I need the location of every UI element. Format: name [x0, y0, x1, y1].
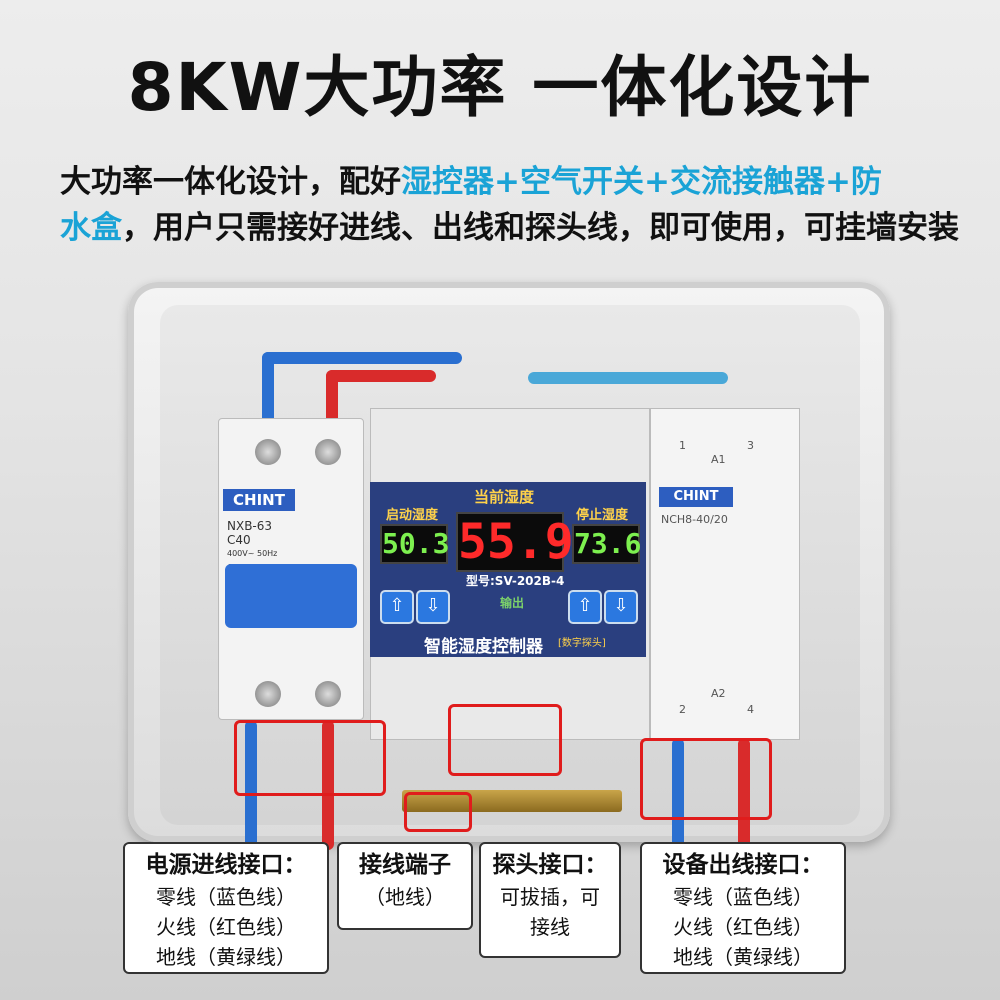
stop-humidity-label: 停止湿度	[576, 508, 629, 523]
headline: 8KW大功率 一体化设计	[127, 49, 873, 126]
contactor-model: NCH8-40/20	[661, 513, 728, 526]
controller-panel: 当前湿度 启动湿度 停止湿度 50.3 55.9 73.6 型号:SV-202B…	[370, 482, 646, 657]
subtitle-line-1: 大功率一体化设计，配好湿控器+空气开关+交流接触器+防	[60, 158, 960, 206]
ground-terminal-bar	[402, 790, 622, 812]
probe-port-highlight	[448, 704, 562, 776]
callout-line: 地线（黄绿线）	[156, 945, 296, 969]
current-humidity-label: 当前湿度	[474, 488, 535, 506]
callout-title: 电源进线接口：	[145, 852, 307, 878]
blue-wire-top	[262, 352, 462, 364]
callout-title: 设备出线接口：	[662, 852, 824, 878]
probe-tag: [数字探头]	[558, 638, 606, 649]
terminal-label: 2	[679, 703, 686, 716]
breaker-model-text: NXB-63	[227, 519, 273, 533]
callout-line: 接线	[530, 915, 570, 939]
terminal-label: 4	[747, 703, 754, 716]
stop-down-button[interactable]: ⇩	[604, 590, 638, 624]
ground-terminal-highlight	[404, 792, 472, 832]
callout-line: 地线（黄绿线）	[673, 945, 813, 969]
start-down-button[interactable]: ⇩	[416, 590, 450, 624]
red-wire-out-left	[322, 720, 334, 850]
callout-title: 探头接口：	[492, 852, 608, 878]
callout-probe-port: 探头接口： 可拔插，可 接线	[479, 842, 621, 958]
subtitle-text-2: ，用户只需接好进线、出线和探头线，即可使用，可挂墙安装	[122, 210, 959, 246]
breaker-rating: C40	[227, 533, 251, 547]
subtitle-highlight-2: 水盒	[60, 210, 122, 246]
callout-line: 火线（红色线）	[156, 915, 296, 939]
subtitle-highlight-1: 湿控器+空气开关+交流接触器+防	[401, 164, 882, 200]
callout-line: 火线（红色线）	[673, 915, 813, 939]
callout-power-inlet: 电源进线接口： 零线（蓝色线） 火线（红色线） 地线（黄绿线）	[123, 842, 329, 974]
breaker-brand: CHINT	[223, 489, 295, 511]
start-up-button[interactable]: ⇧	[380, 590, 414, 624]
power-inlet-highlight	[234, 720, 386, 796]
blue-wire-in	[262, 352, 274, 432]
blue-wire-out-left	[245, 720, 257, 850]
a1-label: A1	[711, 453, 726, 466]
terminal-label: 1	[679, 439, 686, 452]
callout-line: （地线）	[365, 885, 445, 909]
screw-icon	[315, 439, 341, 465]
subtitle-text-1: 大功率一体化设计，配好	[60, 164, 401, 200]
screw-icon	[255, 681, 281, 707]
current-humidity-display: 55.9	[456, 512, 574, 572]
subtitle-line-2: 水盒，用户只需接好进线、出线和探头线，即可使用，可挂墙安装	[60, 204, 960, 252]
contactor-brand: CHINT	[659, 487, 733, 507]
start-humidity-display: 50.3	[380, 524, 449, 564]
callout-line: 可拔插，可	[500, 885, 600, 909]
callout-ground-terminal: 接线端子 （地线）	[337, 842, 473, 930]
start-humidity-label: 启动湿度	[386, 508, 439, 523]
callout-line: 零线（蓝色线）	[156, 885, 296, 909]
output-indicator-label: 输出	[500, 596, 525, 610]
screw-icon	[315, 681, 341, 707]
controller-name: 智能湿度控制器	[424, 637, 543, 657]
callout-title: 接线端子	[359, 852, 451, 878]
ac-contactor: 1 A1 3 CHINT NCH8-40/20 A2 2 4	[650, 408, 800, 740]
red-wire-in	[326, 370, 338, 430]
red-wire-top	[326, 370, 436, 382]
device-outlet-highlight	[640, 738, 772, 820]
callout-device-outlet: 设备出线接口： 零线（蓝色线） 火线（红色线） 地线（黄绿线）	[640, 842, 846, 974]
a2-label: A2	[711, 687, 726, 700]
lightblue-wire	[528, 372, 728, 384]
terminal-label: 3	[747, 439, 754, 452]
callout-line: 零线（蓝色线）	[673, 885, 813, 909]
stop-humidity-display: 73.6	[572, 524, 641, 564]
red-wire-out-right	[738, 738, 750, 848]
screw-icon	[255, 439, 281, 465]
blue-wire-out-right	[672, 738, 684, 848]
stop-up-button[interactable]: ⇧	[568, 590, 602, 624]
breaker-toggle[interactable]	[225, 564, 357, 628]
controller-model: 型号:SV-202B-4	[466, 574, 565, 588]
